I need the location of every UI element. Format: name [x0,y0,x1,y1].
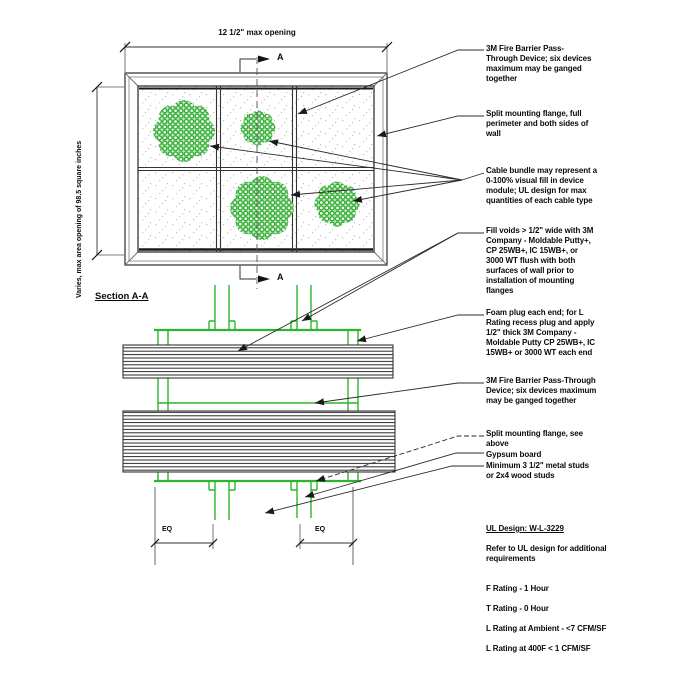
leader-pass-through-plan [297,49,484,115]
section-cut-markers [239,55,270,283]
studs-and-extensions [154,487,354,565]
l-rating-400f: L Rating at 400F < 1 CFM/SF [486,644,591,653]
leader-cable-stub [461,172,485,181]
annotation-pass-through-device-section: 3M Fire Barrier Pass-Through Device; six… [486,376,597,405]
leader-cable-2 [268,139,463,181]
leader-split-flange-section [315,435,484,482]
annotation-pass-through-device-plan: 3M Fire Barrier Pass- Through Device; si… [486,44,592,83]
cable-bundles [153,100,360,241]
annotation-split-mounting-flange-plan: Split mounting flange, full perimeter an… [486,109,589,138]
leader-lines [209,49,485,515]
gypsum-band-top [122,344,394,379]
cable-bundle-blob-small-top [240,110,276,146]
section-arrow-top [258,55,270,63]
cable-bundle-blob-medium-right [314,181,360,227]
annotation-foam-plug: Foam plug each end; for L Rating recess … [486,308,595,357]
leader-fill-voids-b [301,232,459,322]
leader-split-flange-plan [376,115,484,138]
annotation-split-mounting-flange-section: Split mounting flange, see above [486,429,583,448]
f-rating: F Rating - 1 Hour [486,584,549,593]
l-rating-ambient: L Rating at Ambient - <7 CFM/SF [486,624,607,633]
cable-bundle-blob-large-bottom [230,176,294,241]
device-ends-bottom [208,481,318,520]
plan-opening-width-label: 12 1/2" max opening [218,28,296,37]
eq-dimensions [150,538,358,548]
plan-dimensions [91,41,393,261]
plan-opening-height-label: Varies, max area opening of 98.5 square … [76,140,83,298]
leader-foam-plug [356,314,484,343]
leader-cable-4 [352,179,463,203]
section-marker-a-bottom: A [277,272,284,282]
annotation-cable-bundle: Cable bundle may represent a 0-100% visu… [486,166,598,205]
eq-label-left: EQ [162,526,173,533]
leader-cable-3 [290,179,463,198]
ul-design-block: UL Design: W-L-3229 Refer to UL design f… [486,514,651,664]
plan-module-grid [138,86,374,252]
leader-studs [264,465,484,515]
eq-label-right: EQ [315,526,326,533]
leader-cable-1 [209,143,463,181]
t-rating: T Rating - 0 Hour [486,604,549,613]
annotation-metal-studs: Minimum 3 1/2" metal studs or 2x4 wood s… [486,461,589,480]
section-view [122,285,396,520]
section-arrow-bottom [258,275,270,283]
gypsum-band-bottom [122,410,396,473]
plan-outer-frame [124,72,388,266]
leader-pass-through-section [314,382,484,406]
ul-refer-note: Refer to UL design for additional requir… [486,544,607,563]
section-title: Section A-A [95,291,149,302]
device-ends-top [208,285,318,330]
annotation-fill-voids: Fill voids > 1/2" wide with 3M Company -… [486,226,594,295]
cable-bundle-blob-large-left [153,100,215,162]
ul-design-number: UL Design: W-L-3229 [486,524,564,533]
section-marker-a-top: A [277,52,284,62]
plan-view [124,57,388,289]
annotation-gypsum-board: Gypsum board [486,450,542,459]
leader-gypsum-board [304,452,484,498]
